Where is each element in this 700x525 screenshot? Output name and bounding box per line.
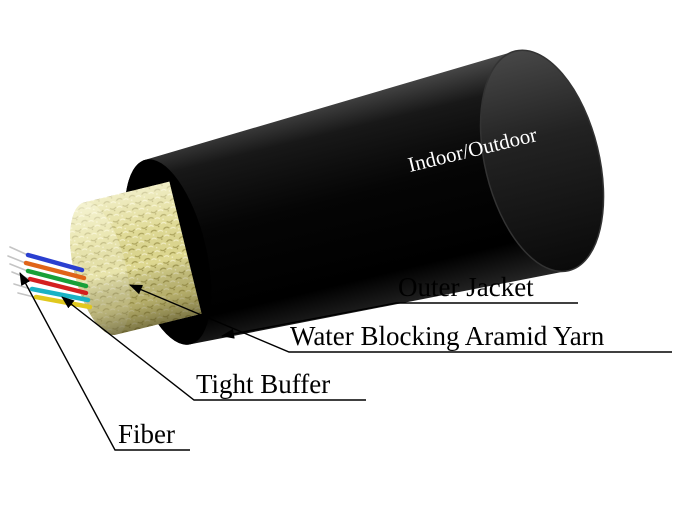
aramid-yarn: [70, 181, 202, 335]
cable-assembly: [70, 49, 605, 345]
label-tight-buffer: Tight Buffer: [196, 369, 330, 399]
tight-buffered-fibers: [23, 252, 93, 310]
fiber-orange: [23, 260, 87, 281]
leader-aramid-yarn: [129, 284, 672, 353]
leader-tight-buffer: [61, 296, 366, 401]
label-aramid-yarn: Water Blocking Aramid Yarn: [290, 321, 605, 351]
fiber-blue: [25, 252, 85, 273]
leader-fiber: [19, 272, 190, 451]
fiber-green: [25, 268, 89, 289]
aramid-yarn-shading: [70, 181, 202, 335]
outer-jacket-end-face: [479, 49, 605, 273]
label-outer-jacket: Outer Jacket: [398, 272, 534, 302]
label-fiber: Fiber: [118, 419, 175, 449]
leader-outer-jacket: [221, 302, 578, 339]
fiber-aqua: [29, 286, 91, 303]
fiber-red: [27, 276, 89, 296]
